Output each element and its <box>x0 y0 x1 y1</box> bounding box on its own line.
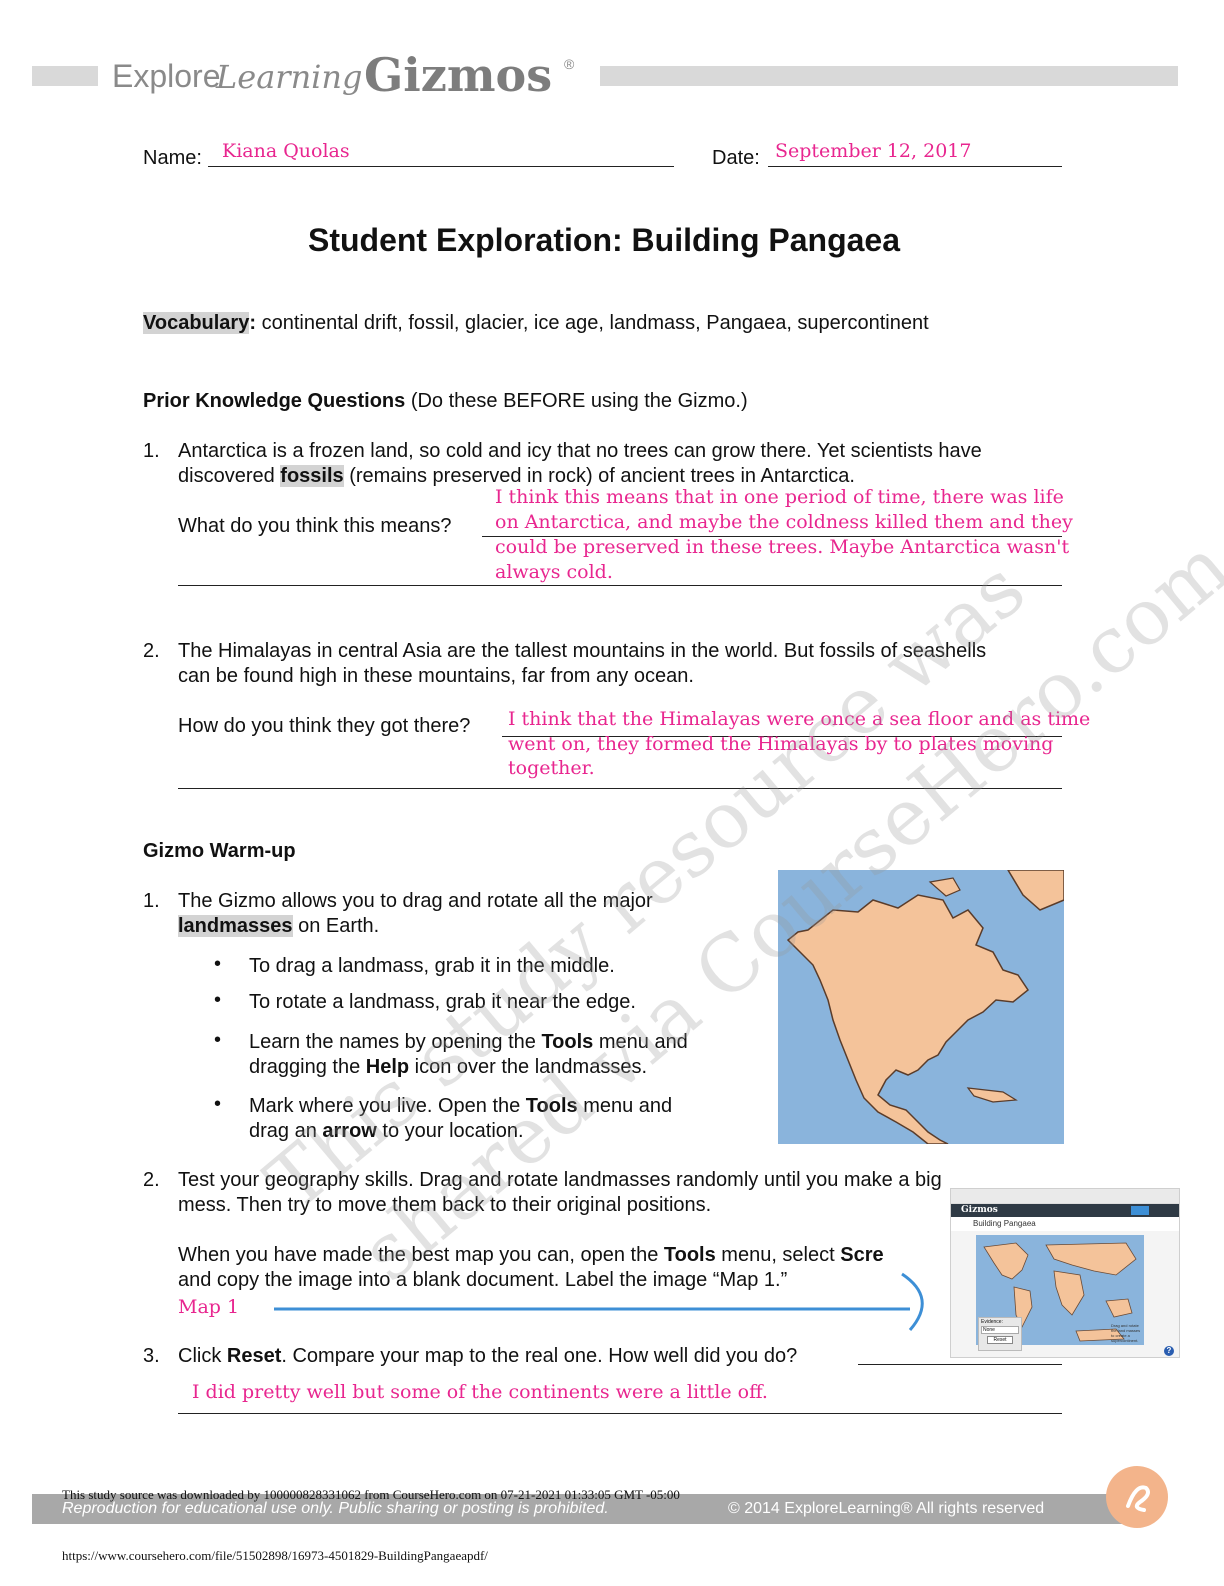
warmup-q1-text-b: landmasses on Earth. <box>178 915 380 937</box>
warmup-q2-text-c: When you have made the best map you can,… <box>178 1244 884 1266</box>
download-note: This study source was downloaded by 1000… <box>62 1487 680 1502</box>
help-icon[interactable]: ? <box>1164 1346 1174 1356</box>
prior-q1-text-b: discovered fossils (remains preserved in… <box>178 465 855 487</box>
bullet-1-text: To drag a landmass, grab it in the middl… <box>249 955 615 977</box>
bullet-4-text-a: Mark where you live. Open the Tools menu… <box>249 1095 673 1117</box>
footer-bar <box>32 1494 1130 1524</box>
date-value[interactable]: September 12, 2017 <box>775 140 972 162</box>
header-bar-left <box>32 66 98 86</box>
vocabulary-label: Vocabulary <box>143 312 250 334</box>
gizmo-page-title: Building Pangaea <box>973 1219 1036 1228</box>
map-1-label[interactable]: Map 1 <box>178 1296 240 1318</box>
page-title: Student Exploration: Building Pangaea <box>307 222 901 258</box>
gizmo-screenshot: Gizmos Building Pangaea Evidence: None R… <box>950 1188 1180 1358</box>
warmup-q3-answer-line-1 <box>858 1364 1062 1365</box>
bullet-4: • <box>214 1093 222 1115</box>
warmup-q1-text-a: The Gizmo allows you to drag and rotate … <box>178 890 653 912</box>
evidence-label: Evidence: <box>981 1319 1003 1325</box>
date-line <box>768 166 1062 167</box>
bullet-2-text: To rotate a landmass, grab it near the e… <box>249 991 636 1013</box>
prior-q1-answer-3[interactable]: could be preserved in these trees. Maybe… <box>495 536 1070 558</box>
north-america-map <box>778 870 1064 1144</box>
prior-q1-answer-line-2 <box>178 585 1062 586</box>
gizmo-app-name: Gizmos <box>961 1205 998 1215</box>
prior-q1-answer-line-1 <box>482 536 1062 537</box>
warmup-q2-text-a: Test your geography skills. Drag and rot… <box>178 1169 942 1191</box>
bullet-3-text-b: dragging the Help icon over the landmass… <box>249 1056 648 1078</box>
prior-heading: Prior Knowledge Questions (Do these BEFO… <box>143 390 748 412</box>
bullet-1: • <box>214 953 222 975</box>
warmup-q3-text: Click Reset. Compare your map to the rea… <box>178 1345 798 1367</box>
vocabulary-terms: continental drift, fossil, glacier, ice … <box>256 312 929 334</box>
vocabulary-line: Vocabulary: continental drift, fossil, g… <box>143 312 929 334</box>
prior-q1-answer-2[interactable]: on Antarctica, and maybe the coldness ki… <box>495 511 1073 533</box>
footer-copyright: © 2014 ExploreLearning® All rights reser… <box>728 1500 1045 1517</box>
north-america-landmass <box>786 894 1030 1144</box>
warmup-heading: Gizmo Warm-up <box>143 840 296 862</box>
footer-url[interactable]: https://www.coursehero.com/file/51502898… <box>62 1548 488 1563</box>
cuba-landmass <box>966 1087 1018 1103</box>
gizmo-hint: Drag and rotate the land masses to creat… <box>1111 1323 1141 1343</box>
prior-q2-prompt: How do you think they got there? <box>178 715 471 737</box>
header-bar-right <box>600 66 1178 86</box>
gizmo-reset-button[interactable]: Reset <box>987 1336 1013 1344</box>
brand-learning: Learning <box>216 58 363 96</box>
prior-q2-number: 2. <box>143 640 160 662</box>
greenland-landmass <box>1007 870 1064 911</box>
footer-reproduction: Reproduction for educational use only. P… <box>62 1500 609 1517</box>
prior-q2-answer-1[interactable]: I think that the Himalayas were once a s… <box>508 708 1091 730</box>
gizmo-title-row: Building Pangaea <box>951 1217 1179 1231</box>
brand-product: Gizmos <box>364 48 553 102</box>
gizmo-continent-africa <box>1053 1270 1085 1316</box>
prior-q2-text-b: can be found high in these mountains, fa… <box>178 665 694 687</box>
prior-q1-prompt: What do you think this means? <box>178 515 452 537</box>
prior-q2-answer-line-1 <box>502 736 1062 737</box>
prior-q2-answer-line-2 <box>178 788 1062 789</box>
gizmo-continent-antarctica <box>1075 1328 1125 1342</box>
bullet-2: • <box>214 989 222 1011</box>
gizmo-continent-australia <box>1105 1298 1133 1318</box>
name-label: Name: <box>143 147 202 169</box>
prior-q2-text-a: The Himalayas in central Asia are the ta… <box>178 640 987 662</box>
gizmo-continent-eurasia <box>1045 1242 1137 1276</box>
name-value[interactable]: Kiana Quolas <box>222 140 350 162</box>
gizmo-evidence-panel: Evidence: None Reset <box>978 1317 1022 1351</box>
bullet-4-text-b: drag an arrow to your location. <box>249 1120 524 1142</box>
gizmo-tab-button[interactable] <box>1131 1206 1149 1215</box>
prior-q1-answer-1[interactable]: I think this means that in one period of… <box>495 486 1064 508</box>
warmup-q3-answer-line-2 <box>178 1413 1062 1414</box>
prior-q2-answer-3[interactable]: together. <box>508 757 595 779</box>
bullet-3: • <box>214 1029 222 1051</box>
arrow-head <box>901 1272 924 1331</box>
date-label: Date: <box>712 147 760 169</box>
warmup-q2-number: 2. <box>143 1169 160 1191</box>
warmup-q3-answer[interactable]: I did pretty well but some of the contin… <box>192 1381 768 1403</box>
prior-q1-answer-4[interactable]: always cold. <box>495 561 613 583</box>
brand-prefix: Explore <box>112 58 221 94</box>
prior-q1-text-a: Antarctica is a frozen land, so cold and… <box>178 440 982 462</box>
warmup-q3-number: 3. <box>143 1345 160 1367</box>
gizmo-continent-na <box>983 1242 1029 1280</box>
warmup-q2-text-b: mess. Then try to move them back to thei… <box>178 1194 712 1216</box>
warmup-q2-text-d: and copy the image into a blank document… <box>178 1269 788 1291</box>
browser-bar <box>951 1189 1179 1204</box>
gizmo-top-bar: Gizmos <box>951 1204 1179 1217</box>
island-landmass <box>928 877 961 897</box>
brand-logo: Explore Learning Gizmos ® <box>112 48 592 102</box>
name-line <box>208 166 674 167</box>
warmup-q1-number: 1. <box>143 890 160 912</box>
prior-q2-answer-2[interactable]: went on, they formed the Himalayas by to… <box>508 733 1054 755</box>
bullet-3-text-a: Learn the names by opening the Tools men… <box>249 1031 688 1053</box>
prior-q1-number: 1. <box>143 440 160 462</box>
explorelearning-badge-icon <box>1106 1466 1168 1528</box>
badge-mark <box>1126 1485 1150 1512</box>
map-arrow <box>274 1272 924 1331</box>
evidence-select[interactable]: None <box>981 1326 1019 1334</box>
registered-mark: ® <box>564 56 575 72</box>
